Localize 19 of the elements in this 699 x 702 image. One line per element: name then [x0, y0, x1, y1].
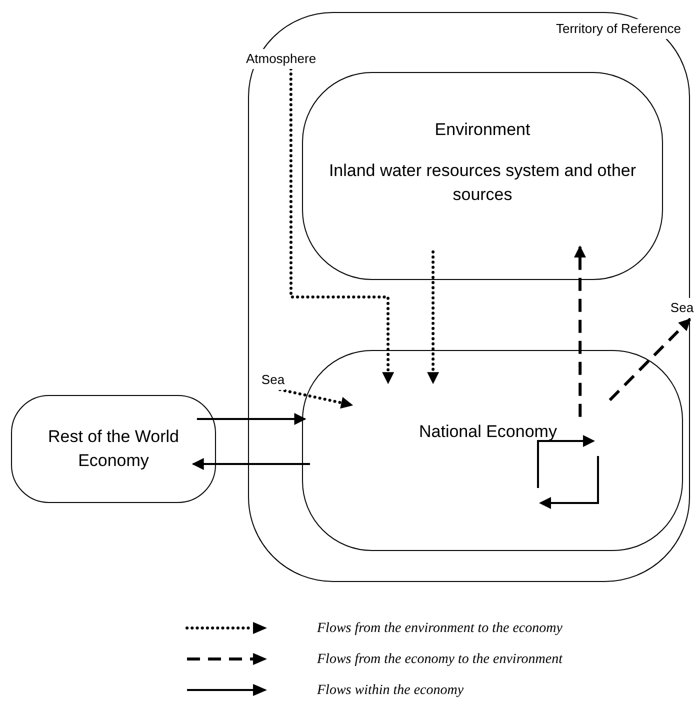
text-label: Sea: [670, 298, 694, 318]
arrow: [574, 246, 586, 417]
arrow: [196, 412, 306, 425]
legend-text: Flows from the environment to the economy: [317, 620, 562, 638]
legend-text: Flows within the economy: [317, 682, 464, 700]
arrow: [278, 388, 354, 409]
legend-text: Flows from the economy to the environment: [317, 650, 562, 668]
arrow: [608, 318, 692, 402]
region-title: Territory of Reference: [554, 19, 683, 38]
node-heading: National Economy: [419, 421, 557, 443]
arrow: [192, 458, 310, 470]
node-label: Rest of the World Economy: [46, 426, 180, 472]
environment-box: [302, 72, 663, 280]
node-heading: Environment: [434, 119, 530, 141]
node-description: Inland water resources system and other sources: [328, 160, 638, 206]
arrow: [427, 250, 440, 384]
economy-box: [302, 350, 683, 551]
arrow: [289, 67, 394, 384]
world-economy-box: [11, 395, 216, 503]
